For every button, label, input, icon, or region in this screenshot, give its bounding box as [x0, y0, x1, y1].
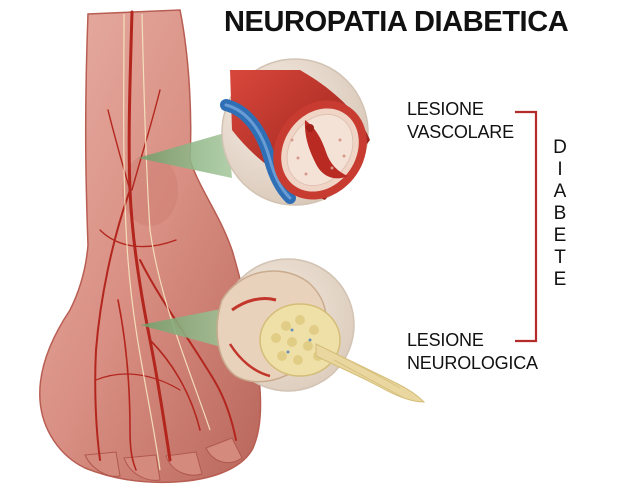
vertical-letter: A	[548, 181, 572, 203]
vertical-letter: T	[548, 247, 572, 269]
vertical-letter: I	[548, 159, 572, 181]
vertical-letter: D	[548, 137, 572, 159]
label-neurological-lesion: LESIONE NEUROLOGICA	[407, 329, 538, 375]
vascular-magnifier	[222, 59, 386, 218]
bracket-line	[515, 112, 536, 341]
vertical-word-diabete: DIABETE	[548, 137, 572, 291]
vertical-letter: E	[548, 225, 572, 247]
label-neurological-line1: LESIONE	[407, 329, 538, 352]
label-neurological-line2: NEUROLOGICA	[407, 352, 538, 375]
label-vascular-line2: VASCOLARE	[407, 121, 514, 144]
vertical-letter: B	[548, 203, 572, 225]
foot-illustration	[40, 10, 261, 482]
label-vascular-lesion: LESIONE VASCOLARE	[407, 98, 514, 144]
neurological-magnifier	[217, 259, 424, 402]
vertical-letter: E	[548, 269, 572, 291]
label-vascular-line1: LESIONE	[407, 98, 514, 121]
diagram-title: NEUROPATIA DIABETICA	[224, 6, 568, 39]
